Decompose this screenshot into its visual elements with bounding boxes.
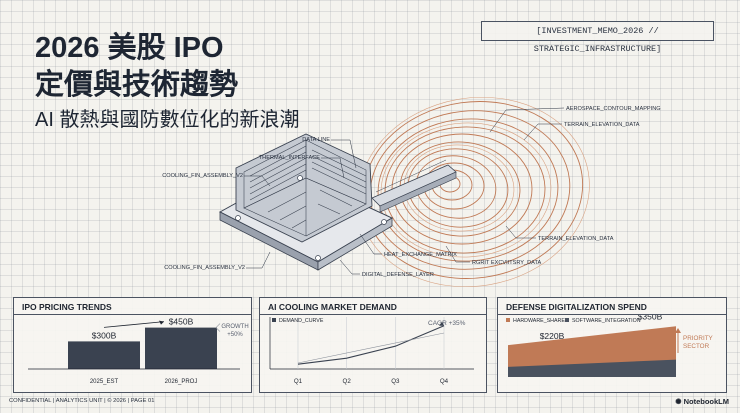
defense-legend-label-hardware: HARDWARE_SHARE xyxy=(513,318,565,324)
title-line-2: 定價與技術趨勢 xyxy=(35,69,239,101)
label-rgrit: RGRIT EXCVIITSRY_DATA xyxy=(472,260,541,266)
defense-software-area xyxy=(508,359,676,377)
label-terrain-bottom: TERRAIN_ELEVATION_DATA xyxy=(538,236,614,242)
ipo-growth-value: +50% xyxy=(227,332,243,338)
cooling-x-tick-1: Q2 xyxy=(343,378,352,385)
label-digital-defense: DIGITAL_DEFENSE_LAYER xyxy=(362,272,434,278)
ipo-arrow-head xyxy=(159,320,164,325)
cooling-legend-label: DEMAND_CURVE xyxy=(279,318,324,324)
ipo-pricing-panel: IPO PRICING TRENDS $300B 2025_EST $450B 202… xyxy=(13,297,252,393)
ipo-growth-label: GROWTH xyxy=(221,324,248,330)
brand-logo: ✺ NotebookLM xyxy=(675,397,729,406)
ipo-category-label-1: 2026_PROJ xyxy=(165,379,198,385)
defense-value-label-1: $350B xyxy=(638,315,663,321)
label-fin-assembly-top: COOLING_FIN_ASSEMBLY_V2 xyxy=(162,173,243,179)
cooling-x-tick-0: Q1 xyxy=(294,378,303,385)
label-fin-assembly-bottom: COOLING_FIN_ASSEMBLY_V2 xyxy=(164,265,245,271)
defense-spend-panel: DEFENSE DIGITALIZATION SPEND HARDWARE_SH… xyxy=(497,297,727,393)
defense-legend-swatch-hardware xyxy=(506,318,510,322)
defense-value-label-0: $220B xyxy=(540,331,565,341)
defense-priority-arrow-head xyxy=(675,328,681,333)
cooling-panel-title: AI COOLING MARKET DEMAND xyxy=(268,302,397,312)
ai-cooling-panel: AI COOLING MARKET DEMAND Q1 Q2 Q3 Q4 DEMAND_… xyxy=(259,297,487,393)
footer-meta: CONFIDENTIAL | ANALYTICS UNIT | © 2026 |… xyxy=(9,398,155,404)
label-terrain-top: TERRAIN_ELEVATION_DATA xyxy=(564,122,640,128)
defense-priority-label-1: PRIORITY xyxy=(683,335,714,342)
cooling-demand-line xyxy=(297,325,445,365)
cooling-arrow-head xyxy=(439,321,444,326)
defense-area-chart: HARDWARE_SHARE SOFTWARE_INTEGRATION $220B $… xyxy=(506,315,714,377)
cooling-legend-swatch xyxy=(272,318,276,322)
label-aerospace-contour: AEROSPACE_CONTOUR_MAPPING xyxy=(566,106,661,112)
callout-leaders xyxy=(244,107,565,275)
ipo-panel-title: IPO PRICING TRENDS xyxy=(22,302,112,312)
cooling-reference-line xyxy=(297,332,445,364)
page-subtitle: AI 散熱與國防數位化的新浪潮 xyxy=(35,109,300,131)
cooling-cagr-label: CAGR +35% xyxy=(428,320,466,327)
heatsink-illustration xyxy=(218,133,394,271)
defense-panel-title: DEFENSE DIGITALIZATION SPEND xyxy=(506,302,647,312)
page-title: 2026 美股 IPO 定價與技術趨勢 xyxy=(35,30,238,104)
defense-legend-label-software: SOFTWARE_INTEGRATION xyxy=(572,318,641,324)
label-thermal-interface: THERMAL_INTERFACE xyxy=(259,155,320,161)
memo-tag: [INVESTMENT_MEMO_2026 // STRATEGIC_INFRA… xyxy=(481,21,714,54)
cooling-line-chart: Q1 Q2 Q3 Q4 DEMAND_CURVE CAGR +35% xyxy=(269,317,474,385)
cooling-x-tick-2: Q3 xyxy=(391,378,400,385)
ipo-trend-arrow xyxy=(103,321,165,328)
defense-legend-swatch-software xyxy=(565,318,569,322)
ipo-bar-0 xyxy=(68,341,140,369)
brand-name: NotebookLM xyxy=(683,397,729,406)
ipo-category-label-0: 2025_EST xyxy=(90,379,119,385)
ipo-value-label-1: $450B xyxy=(169,317,194,327)
ipo-value-label-0: $300B xyxy=(92,330,117,340)
ipo-growth-bracket xyxy=(215,323,221,332)
label-heat-exchange: HEAT_EXCHANGE_MATRIX xyxy=(384,252,457,258)
hero-illustration: AEROSPACE_CONTOUR_MAPPING TERRAIN_ELEVAT… xyxy=(162,96,661,288)
defense-priority-label-2: SECTOR xyxy=(683,343,710,350)
ipo-bar-1 xyxy=(145,327,217,369)
label-data-line: DATA LINE xyxy=(302,137,330,143)
data-line-bridge xyxy=(371,159,457,213)
ipo-bar-chart: $300B 2025_EST $450B 2026_PROJ GROWTH +50% xyxy=(28,317,249,385)
cooling-x-tick-3: Q4 xyxy=(440,378,449,385)
title-line-1: 2026 美股 IPO xyxy=(35,32,224,64)
